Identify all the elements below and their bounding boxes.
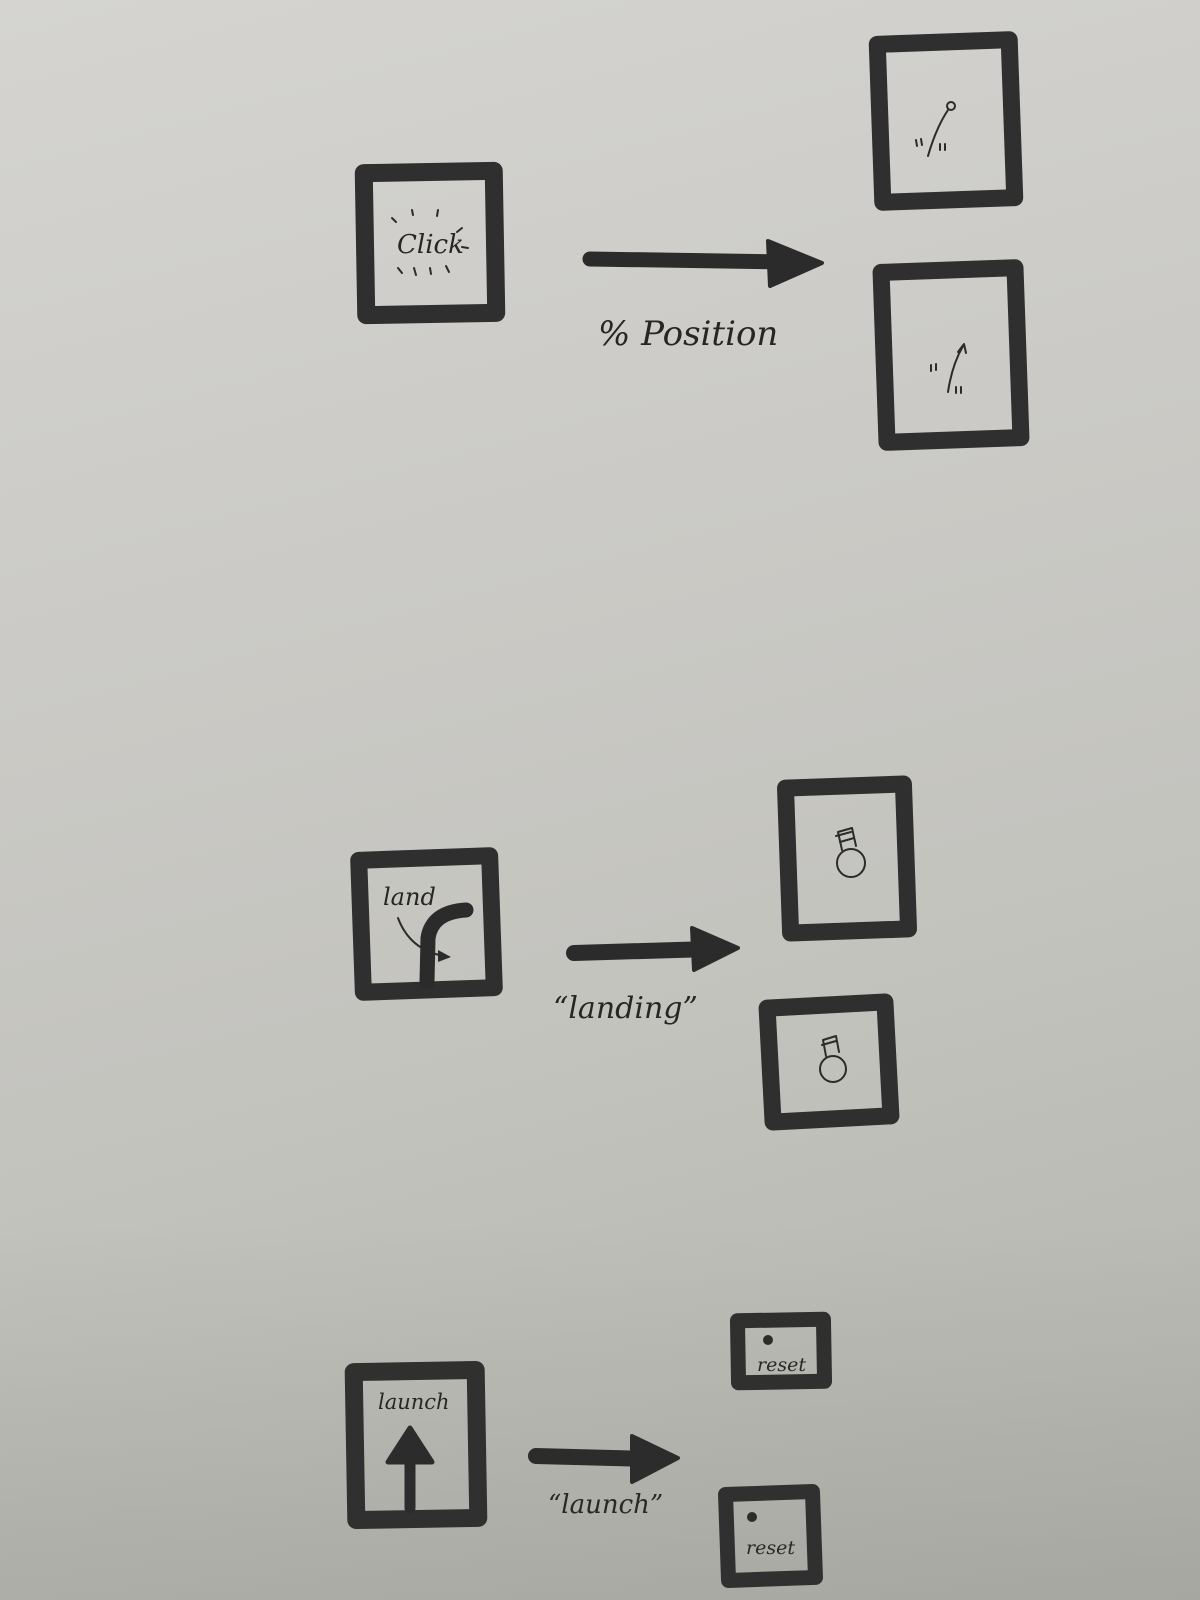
ball-flag-icon: [835, 827, 866, 878]
row-click: Click % Position: [354, 31, 1030, 451]
landing-ramp-icon: [419, 902, 474, 990]
land-source-label: land: [383, 883, 436, 911]
flick-trajectory-icon: [930, 343, 967, 394]
dot-icon: [747, 1512, 757, 1522]
launch-source-label: launch: [378, 1390, 450, 1414]
land-transition-arrow: [566, 926, 740, 972]
launch-transition-arrow: [528, 1434, 680, 1484]
flick-trajectory-icon: [915, 101, 956, 157]
click-source-label: Click: [397, 230, 464, 260]
click-transition-label: % Position: [598, 314, 778, 354]
curved-arrow-icon: [397, 917, 445, 957]
launch-source-frame: launch: [344, 1360, 488, 1530]
launch-target-frame-1: reset: [729, 1311, 833, 1391]
land-source-frame: land: [350, 847, 503, 1001]
click-source-frame: Click: [354, 161, 506, 325]
launch-target-2-label: reset: [746, 1537, 795, 1559]
land-target-frame-2: [758, 993, 900, 1131]
land-target-frame-1: [777, 775, 918, 942]
land-transition-label: “landing”: [553, 991, 698, 1026]
ball-flag-icon: [819, 1035, 847, 1083]
click-target-frame-1: [868, 31, 1024, 211]
launch-target-frame-2: reset: [718, 1483, 823, 1588]
dot-icon: [763, 1335, 773, 1345]
row-launch: launch “launch” reset reset: [344, 1311, 833, 1588]
launch-up-arrow-icon: [385, 1425, 435, 1514]
launch-transition-label: “launch”: [548, 1490, 663, 1520]
click-transition-arrow: [582, 239, 824, 288]
launch-target-1-label: reset: [757, 1354, 806, 1376]
click-target-frame-2: [872, 259, 1030, 451]
row-land: land “landing”: [350, 775, 918, 1131]
click-burst-icon: [391, 209, 469, 276]
